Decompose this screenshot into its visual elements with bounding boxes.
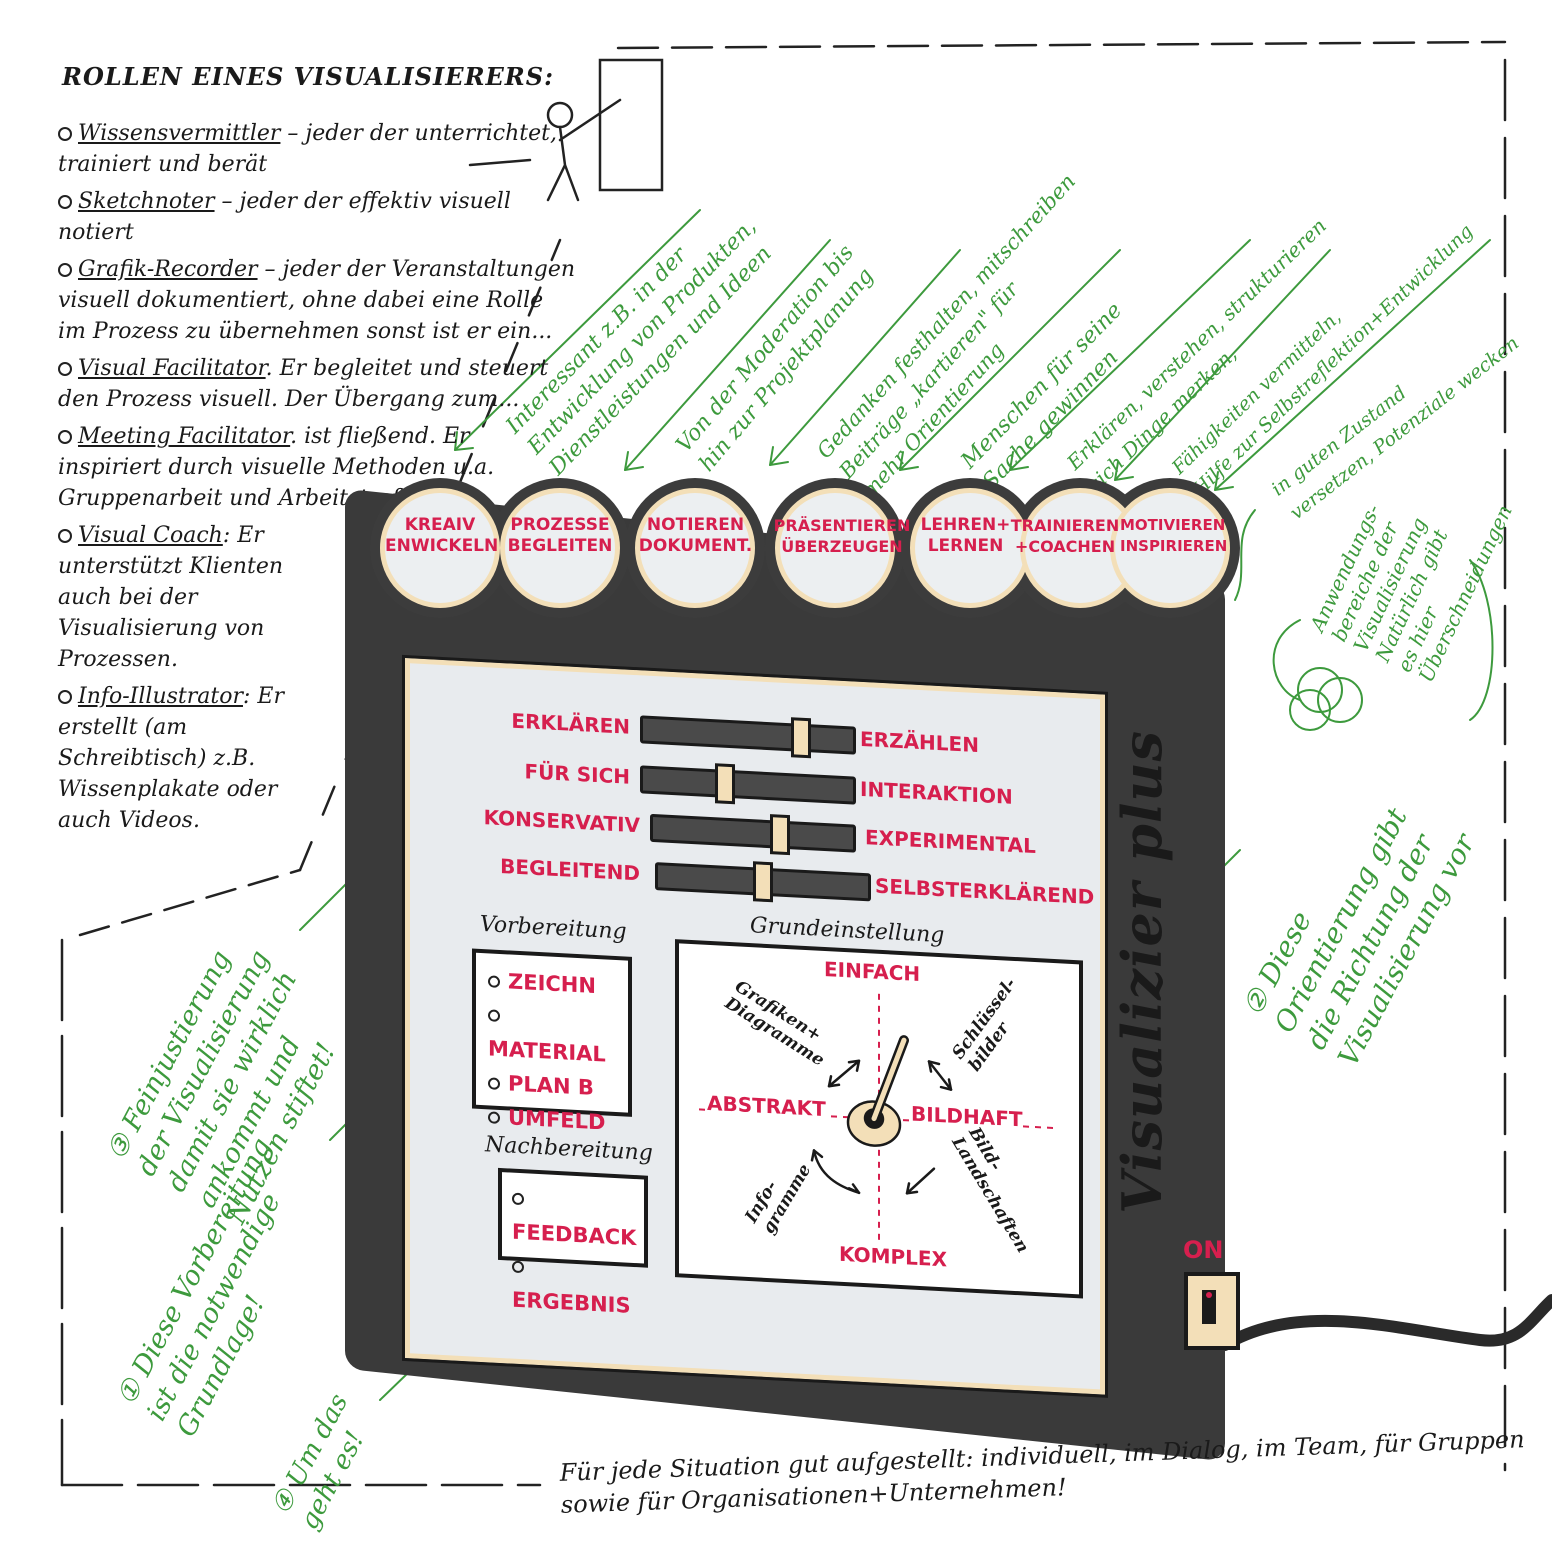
slider-left-label: FÜR SICH: [524, 759, 630, 789]
slider-track[interactable]: [655, 861, 871, 903]
role-name: Wissensvermittler: [78, 121, 281, 146]
circle-bullet-icon: [488, 1111, 500, 1124]
device-screen: ERKLÄREN ERZÄHLEN FÜR SICH INTERAKTION K…: [402, 654, 1108, 1398]
switch-toggle-icon: [1202, 1290, 1216, 1324]
item-label: MATERIAL: [488, 1036, 606, 1067]
nachbereitung-box: FEEDBACK ERGEBNIS: [498, 1167, 648, 1318]
role-item: Sketchnoter – jeder der effektiv visuell…: [58, 186, 578, 248]
button-praesentieren-ueberzeugen[interactable]: PRÄSENTIEREN ÜBERZEUGEN: [773, 516, 911, 556]
grundeinstellung-panel: EINFACH KOMPLEX ABSTRAKT BILDHAFT Grafik…: [675, 939, 1083, 1299]
slider-knob[interactable]: [715, 763, 735, 805]
page-title: ROLLEN EINES VISUALISIERERS:: [62, 62, 554, 91]
circle-bullet-icon: [488, 1077, 500, 1090]
button-bubble: [775, 488, 895, 608]
item-label: ERGEBNIS: [512, 1287, 631, 1318]
button-kreativ-entwickeln[interactable]: KREAIV ENWICKELN: [385, 515, 499, 556]
role-item: Wissensvermittler – jeder der unterricht…: [58, 118, 578, 180]
slider-right-label: SELBSTERKLÄREND: [875, 873, 1095, 910]
item-label: FEEDBACK: [512, 1219, 637, 1251]
list-item[interactable]: MATERIAL: [488, 997, 616, 1072]
role-text: – jeder der effektiv visuell notiert: [58, 189, 511, 245]
slider-knob[interactable]: [791, 717, 811, 759]
slider-knob[interactable]: [753, 861, 773, 903]
bullet-icon: [58, 127, 72, 141]
joystick-diagram: [699, 993, 1059, 1244]
power-switch[interactable]: [1184, 1272, 1240, 1350]
button-notieren-dokumentieren[interactable]: NOTIEREN DOKUMENT.: [638, 515, 753, 556]
circle-bullet-icon: [512, 1192, 524, 1206]
nachbereitung-title: Nachbereitung: [485, 1132, 653, 1166]
list-item[interactable]: FEEDBACK: [512, 1181, 637, 1255]
role-name: Visual Facilitator: [78, 356, 266, 381]
vorbereitung-box: ZEICHN MATERIAL PLAN B UMFELD: [472, 948, 632, 1135]
power-indicator-icon: [1206, 1292, 1212, 1298]
role-name: Grafik-Recorder: [78, 257, 258, 282]
button-bubble: [1110, 488, 1230, 608]
item-label: UMFELD: [508, 1105, 606, 1135]
list-item[interactable]: ERGEBNIS: [512, 1249, 634, 1323]
slider-right-label: ERZÄHLEN: [860, 726, 979, 758]
role-name: Meeting Facilitator: [78, 424, 291, 449]
on-label: ON: [1183, 1236, 1224, 1264]
role-item: Visual Facilitator. Er begleitet und ste…: [58, 353, 578, 415]
slider-knob[interactable]: [770, 814, 790, 856]
role-item: Info-Illustrator: Er erstellt (am Schrei…: [58, 681, 288, 836]
item-label: ZEICHN: [508, 969, 596, 999]
slider-track[interactable]: [640, 763, 856, 805]
button-prozesse-begleiten[interactable]: PROZESSE BEGLEITEN: [507, 515, 613, 556]
role-item: Grafik-Recorder – jeder der Veranstaltun…: [58, 254, 578, 347]
circle-bullet-icon: [512, 1260, 524, 1274]
bullet-icon: [58, 362, 72, 376]
bullet-icon: [58, 430, 72, 444]
button-bubble: [380, 488, 500, 608]
slider-left-label: KONSERVATIV: [483, 805, 640, 838]
role-item: Visual Coach: Er unterstützt Klienten au…: [58, 520, 298, 675]
button-trainieren-coachen[interactable]: TRAINIEREN +COACHEN: [1010, 516, 1120, 556]
role-text: : Er erstellt (am Schreibtisch) z.B. Wis…: [58, 684, 284, 833]
button-bubble: [635, 488, 755, 608]
slider-track[interactable]: [650, 813, 856, 856]
button-lehren-lernen[interactable]: LEHREN+ LERNEN: [920, 515, 1011, 556]
axis-top-label: EINFACH: [824, 956, 921, 986]
role-name: Visual Coach: [78, 523, 223, 548]
device-brand: Visualizier plus: [1110, 730, 1174, 1214]
bullet-icon: [58, 690, 72, 704]
slider-right-label: EXPERIMENTAL: [865, 825, 1036, 859]
circle-bullet-icon: [488, 975, 500, 988]
role-text: – jeder der Veranstaltungen visuell doku…: [58, 257, 576, 344]
vorbereitung-title: Vorbereitung: [480, 911, 627, 945]
role-text: . Er begleitet und steuert den Prozess v…: [58, 356, 549, 412]
bullet-icon: [58, 263, 72, 277]
slider-left-label: BEGLEITEND: [500, 853, 640, 886]
roles-list: Wissensvermittler – jeder der unterricht…: [58, 118, 578, 842]
bullet-icon: [58, 195, 72, 209]
item-label: PLAN B: [508, 1071, 594, 1100]
slider-right-label: INTERAKTION: [860, 776, 1013, 809]
button-motivieren-inspirieren[interactable]: MOTIVIEREN INSPIRIEREN: [1120, 516, 1228, 555]
role-text: : Er unterstützt Klienten auch bei der V…: [58, 523, 284, 672]
slider-track[interactable]: [640, 715, 856, 759]
circle-bullet-icon: [488, 1009, 500, 1022]
button-bar: [370, 478, 1240, 628]
role-text: – jeder der unterrichtet, trainiert und …: [58, 121, 557, 177]
slider-left-label: ERKLÄREN: [511, 708, 630, 739]
role-name: Info-Illustrator: [78, 684, 243, 709]
button-bubble: [500, 488, 620, 608]
bullet-icon: [58, 529, 72, 543]
role-name: Sketchnoter: [78, 189, 215, 214]
grundeinstellung-title: Grundeinstellung: [750, 913, 945, 949]
